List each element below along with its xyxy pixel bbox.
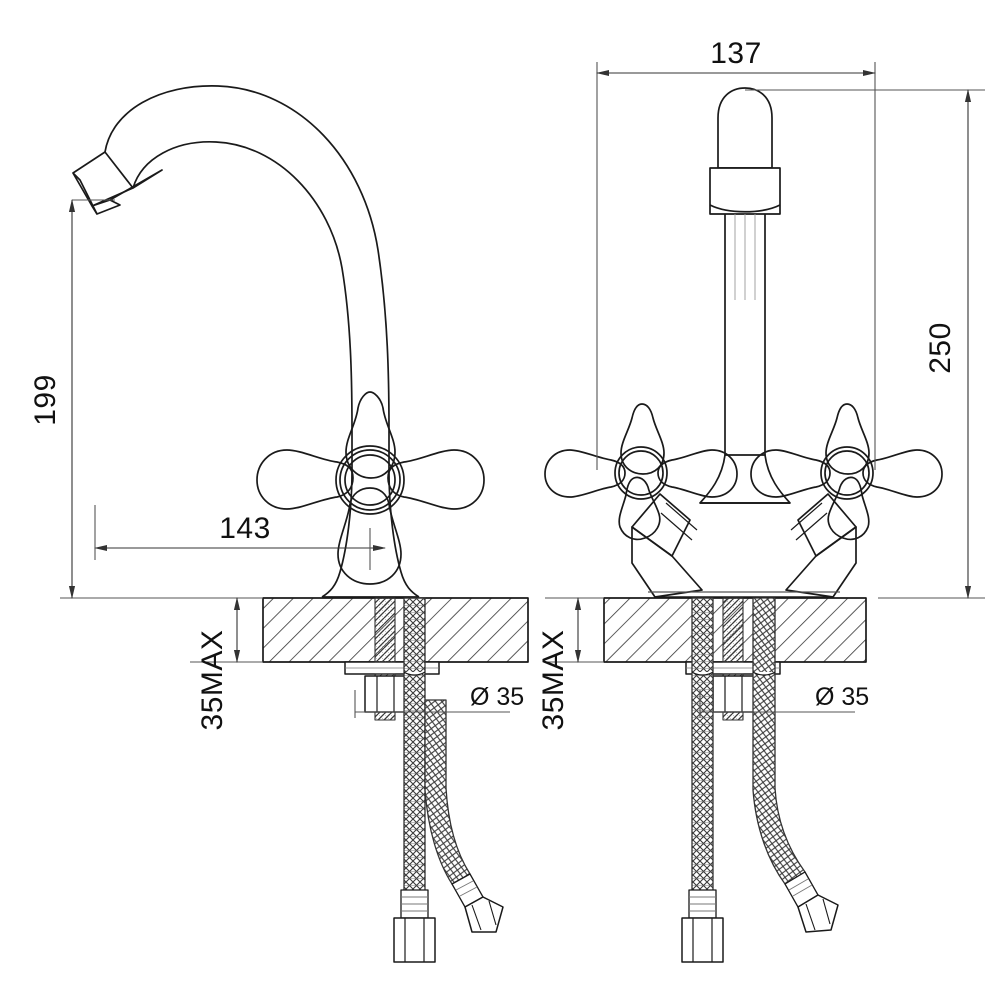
pedestal-left — [321, 469, 353, 598]
dim-label-35max-left: 35MAX — [196, 630, 229, 731]
handle-right-hub-outer — [820, 446, 874, 500]
supply-hose-left-front — [691, 597, 714, 936]
spout-column-front — [699, 87, 791, 504]
handle-right-top-lobe — [825, 403, 870, 475]
cross-handle-side — [256, 391, 485, 585]
spout-shaft-thread — [734, 214, 756, 300]
handle-left-neck-line1 — [665, 502, 698, 531]
handle-hub-mid — [339, 449, 401, 511]
handle-bottom-lobe — [337, 487, 402, 585]
handle-left-body — [631, 526, 703, 598]
front-view-group — [544, 87, 943, 963]
handle-left-hub-outer — [614, 446, 668, 500]
handle-right-bottom-lobe — [827, 476, 870, 541]
handle-left-east-lobe — [657, 449, 738, 498]
handle-right-west-lobe — [750, 449, 831, 498]
supply-hose-vertical-side — [403, 597, 426, 936]
handle-top-lobe — [345, 391, 396, 479]
handle-hub-outer — [335, 445, 405, 515]
pedestal-right — [388, 469, 420, 598]
dim-label-137: 137 — [710, 37, 762, 70]
handle-left-top-lobe — [620, 403, 665, 475]
hose-end-fitting-vertical-side — [393, 889, 436, 963]
dim-label-35max-right: 35MAX — [537, 630, 570, 731]
spout-inner-curve — [132, 141, 353, 431]
handle-right-hub-inner — [824, 450, 870, 496]
handle-right-lobe — [387, 449, 485, 510]
cross-handle-right-front — [750, 403, 943, 598]
handle-left-west-lobe — [544, 449, 626, 498]
handle-right-east-lobe — [862, 449, 943, 498]
cross-handle-left-front — [544, 403, 738, 598]
dim-label-dia35-left: Ø 35 — [470, 683, 524, 711]
handle-left-neck-line2 — [660, 512, 693, 541]
front-view-dimensions — [545, 62, 985, 718]
spout-collar — [709, 167, 781, 215]
hex-lock-nut-side — [364, 675, 407, 713]
dim-label-250: 250 — [924, 322, 957, 374]
dim-label-199: 199 — [29, 374, 62, 426]
hose-end-fitting-right-front — [784, 871, 839, 933]
hose-end-fitting-angled-side — [451, 873, 504, 933]
handle-right-neck-line1 — [790, 502, 823, 531]
dim-label-143: 143 — [219, 512, 271, 545]
side-view-dimensions — [60, 198, 510, 718]
spout-collar-lip — [709, 204, 781, 213]
handle-left-lobe — [256, 449, 354, 510]
handle-right-neck-line2 — [795, 512, 828, 541]
hex-lock-nut-front — [712, 675, 755, 713]
handle-left-hub-inner — [618, 450, 664, 496]
spout-cap — [717, 87, 773, 169]
hose-end-fitting-left-front — [681, 889, 724, 963]
spout-outer-curve — [104, 85, 390, 431]
side-view-group — [72, 85, 529, 963]
handle-hub-inner — [344, 454, 396, 506]
handle-right-body — [785, 526, 857, 598]
dim-label-dia35-right: Ø 35 — [815, 683, 869, 711]
handle-left-bottom-lobe — [618, 476, 661, 541]
aerator — [72, 151, 163, 215]
